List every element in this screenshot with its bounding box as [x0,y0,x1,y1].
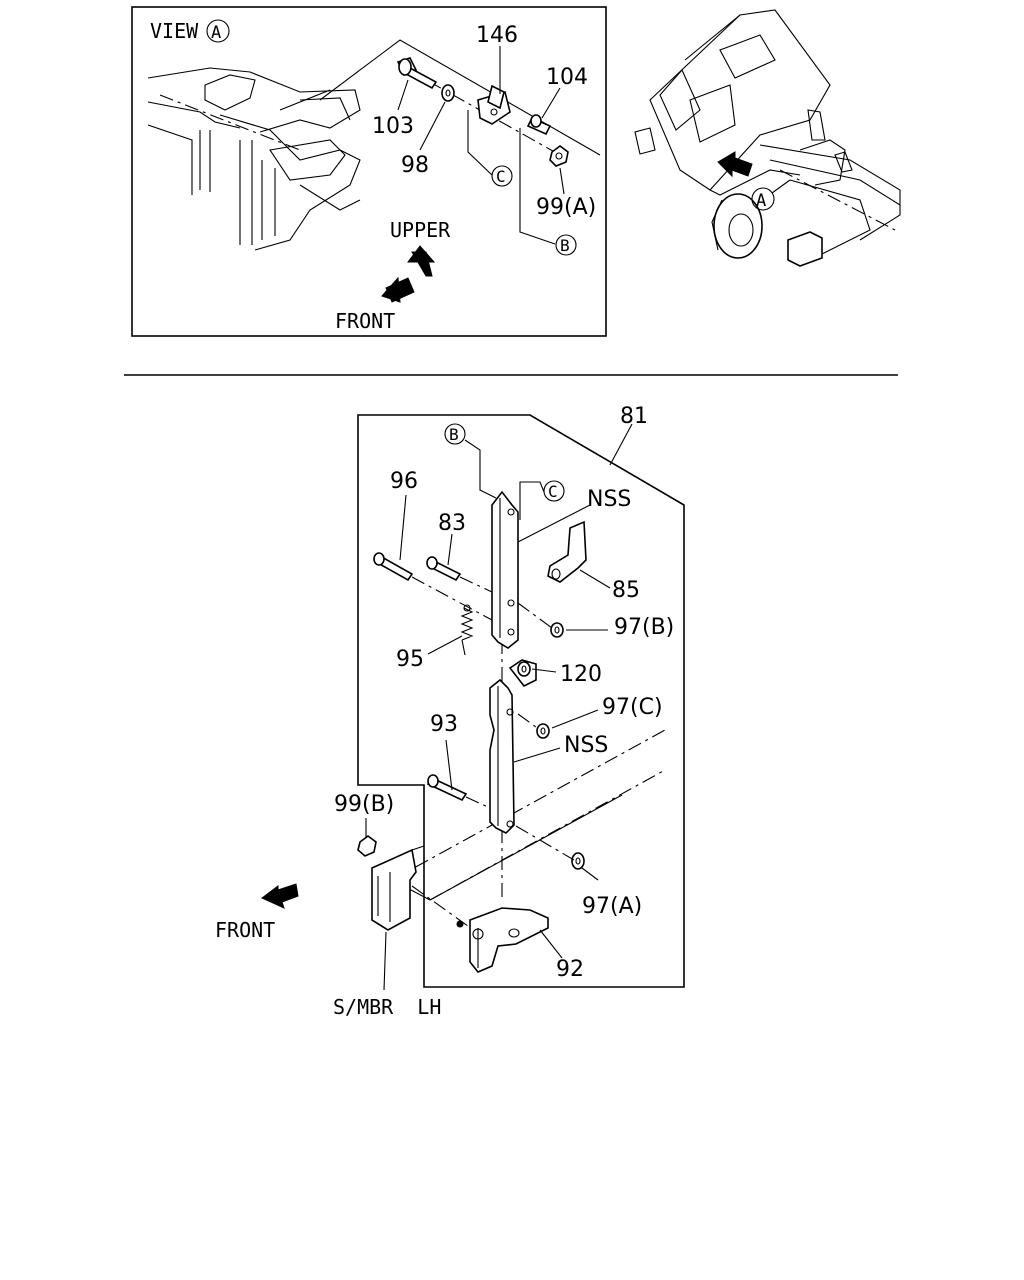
view-marker: A [211,23,221,43]
leader-120 [531,668,557,673]
leader-83 [447,533,453,566]
part-97b-washer [550,622,564,638]
direction-front-label: FRONT [335,309,395,333]
truck-view-marker: A [756,191,766,211]
part-92-bracket [456,907,549,973]
leader-97c [551,709,599,729]
direction-arrows-icon [381,245,436,303]
assembly-boundary [357,414,685,988]
upper-link [491,490,519,649]
truck-wheel [713,193,763,259]
leader-92 [539,929,563,959]
leader-nss-mid [513,747,561,763]
callout-97b: 97(B) [614,615,674,640]
callout-99a: 99(A) [536,195,596,220]
lower-link [489,678,515,834]
view-marker-circle [206,19,230,43]
callout-97a: 97(A) [582,894,642,919]
part-104-bolt [526,114,552,136]
ref-b-circle-main [444,423,466,445]
inset-frame-sketch [147,39,601,251]
part-98-washer [441,84,455,102]
part-120-washer [517,661,531,677]
view-a-arrow-icon [717,151,753,178]
leader-ref-b [519,128,556,245]
callout-85: 85 [612,578,640,603]
callout-99b: 99(B) [334,792,394,817]
part-97c-washer [536,723,550,739]
ref-b-label-main: B [449,425,459,444]
part-85-bracket [547,520,587,583]
ref-b-circle [555,234,577,256]
inset-frame [131,6,607,337]
callout-92: 92 [556,957,584,982]
leader-member [383,931,387,991]
part-96-bolt [373,552,414,582]
leader-ref-c [519,481,545,520]
callout-146: 146 [476,23,518,48]
callout-98: 98 [401,153,429,178]
leader-98 [419,101,446,151]
part-103-bolt [396,57,438,90]
leader-99a [559,167,565,195]
part-83-bolt [426,556,462,582]
direction-upper-label: UPPER [390,218,451,242]
truck-overview: A [634,9,901,267]
leader-81 [609,423,633,466]
part-99b-nut [357,835,377,857]
main-assembly: 81 B C NSS 96 83 85 97(B) 95 120 97(C) 9… [215,404,685,1019]
ref-c-circle [491,165,513,187]
leader-ref-b [464,439,497,499]
ref-b-label: B [560,236,570,255]
callout-96: 96 [390,469,418,494]
callout-120: 120 [560,662,602,687]
leader-nss-top [517,504,591,543]
member-label: S/MBR LH [333,995,441,1019]
callout-97c: 97(C) [602,695,663,720]
front-label: FRONT [215,918,275,942]
view-label: VIEW [150,19,199,43]
ref-c-label: C [496,167,506,186]
callout-104: 104 [546,65,588,90]
leader-93 [445,739,453,791]
part-93-bolt [426,774,468,802]
part-95-spring [460,604,474,656]
callout-95: 95 [396,647,424,672]
truck-view-marker-circle [751,187,775,211]
leader-96 [399,494,407,561]
callout-81: 81 [620,404,648,429]
callout-83: 83 [438,511,466,536]
callout-nss-mid: NSS [564,733,608,758]
ref-c-label-main: C [548,482,558,501]
part-99a-nut [549,145,569,167]
view-a-inset: VIEW A [131,6,607,337]
leader-103 [397,79,409,111]
ref-c-circle-main [543,480,565,502]
leader-97a [581,867,599,881]
leader-104 [541,87,561,119]
side-member-lh [371,845,425,931]
leader-ref-c [467,110,493,176]
callout-93: 93 [430,712,458,737]
callout-103: 103 [372,114,414,139]
part-97a-washer [571,852,585,870]
front-arrow-icon [261,883,299,909]
leader-95 [427,635,463,655]
leader-85 [579,569,611,589]
part-146-bracket [477,84,511,125]
callout-nss-top: NSS [587,487,631,512]
